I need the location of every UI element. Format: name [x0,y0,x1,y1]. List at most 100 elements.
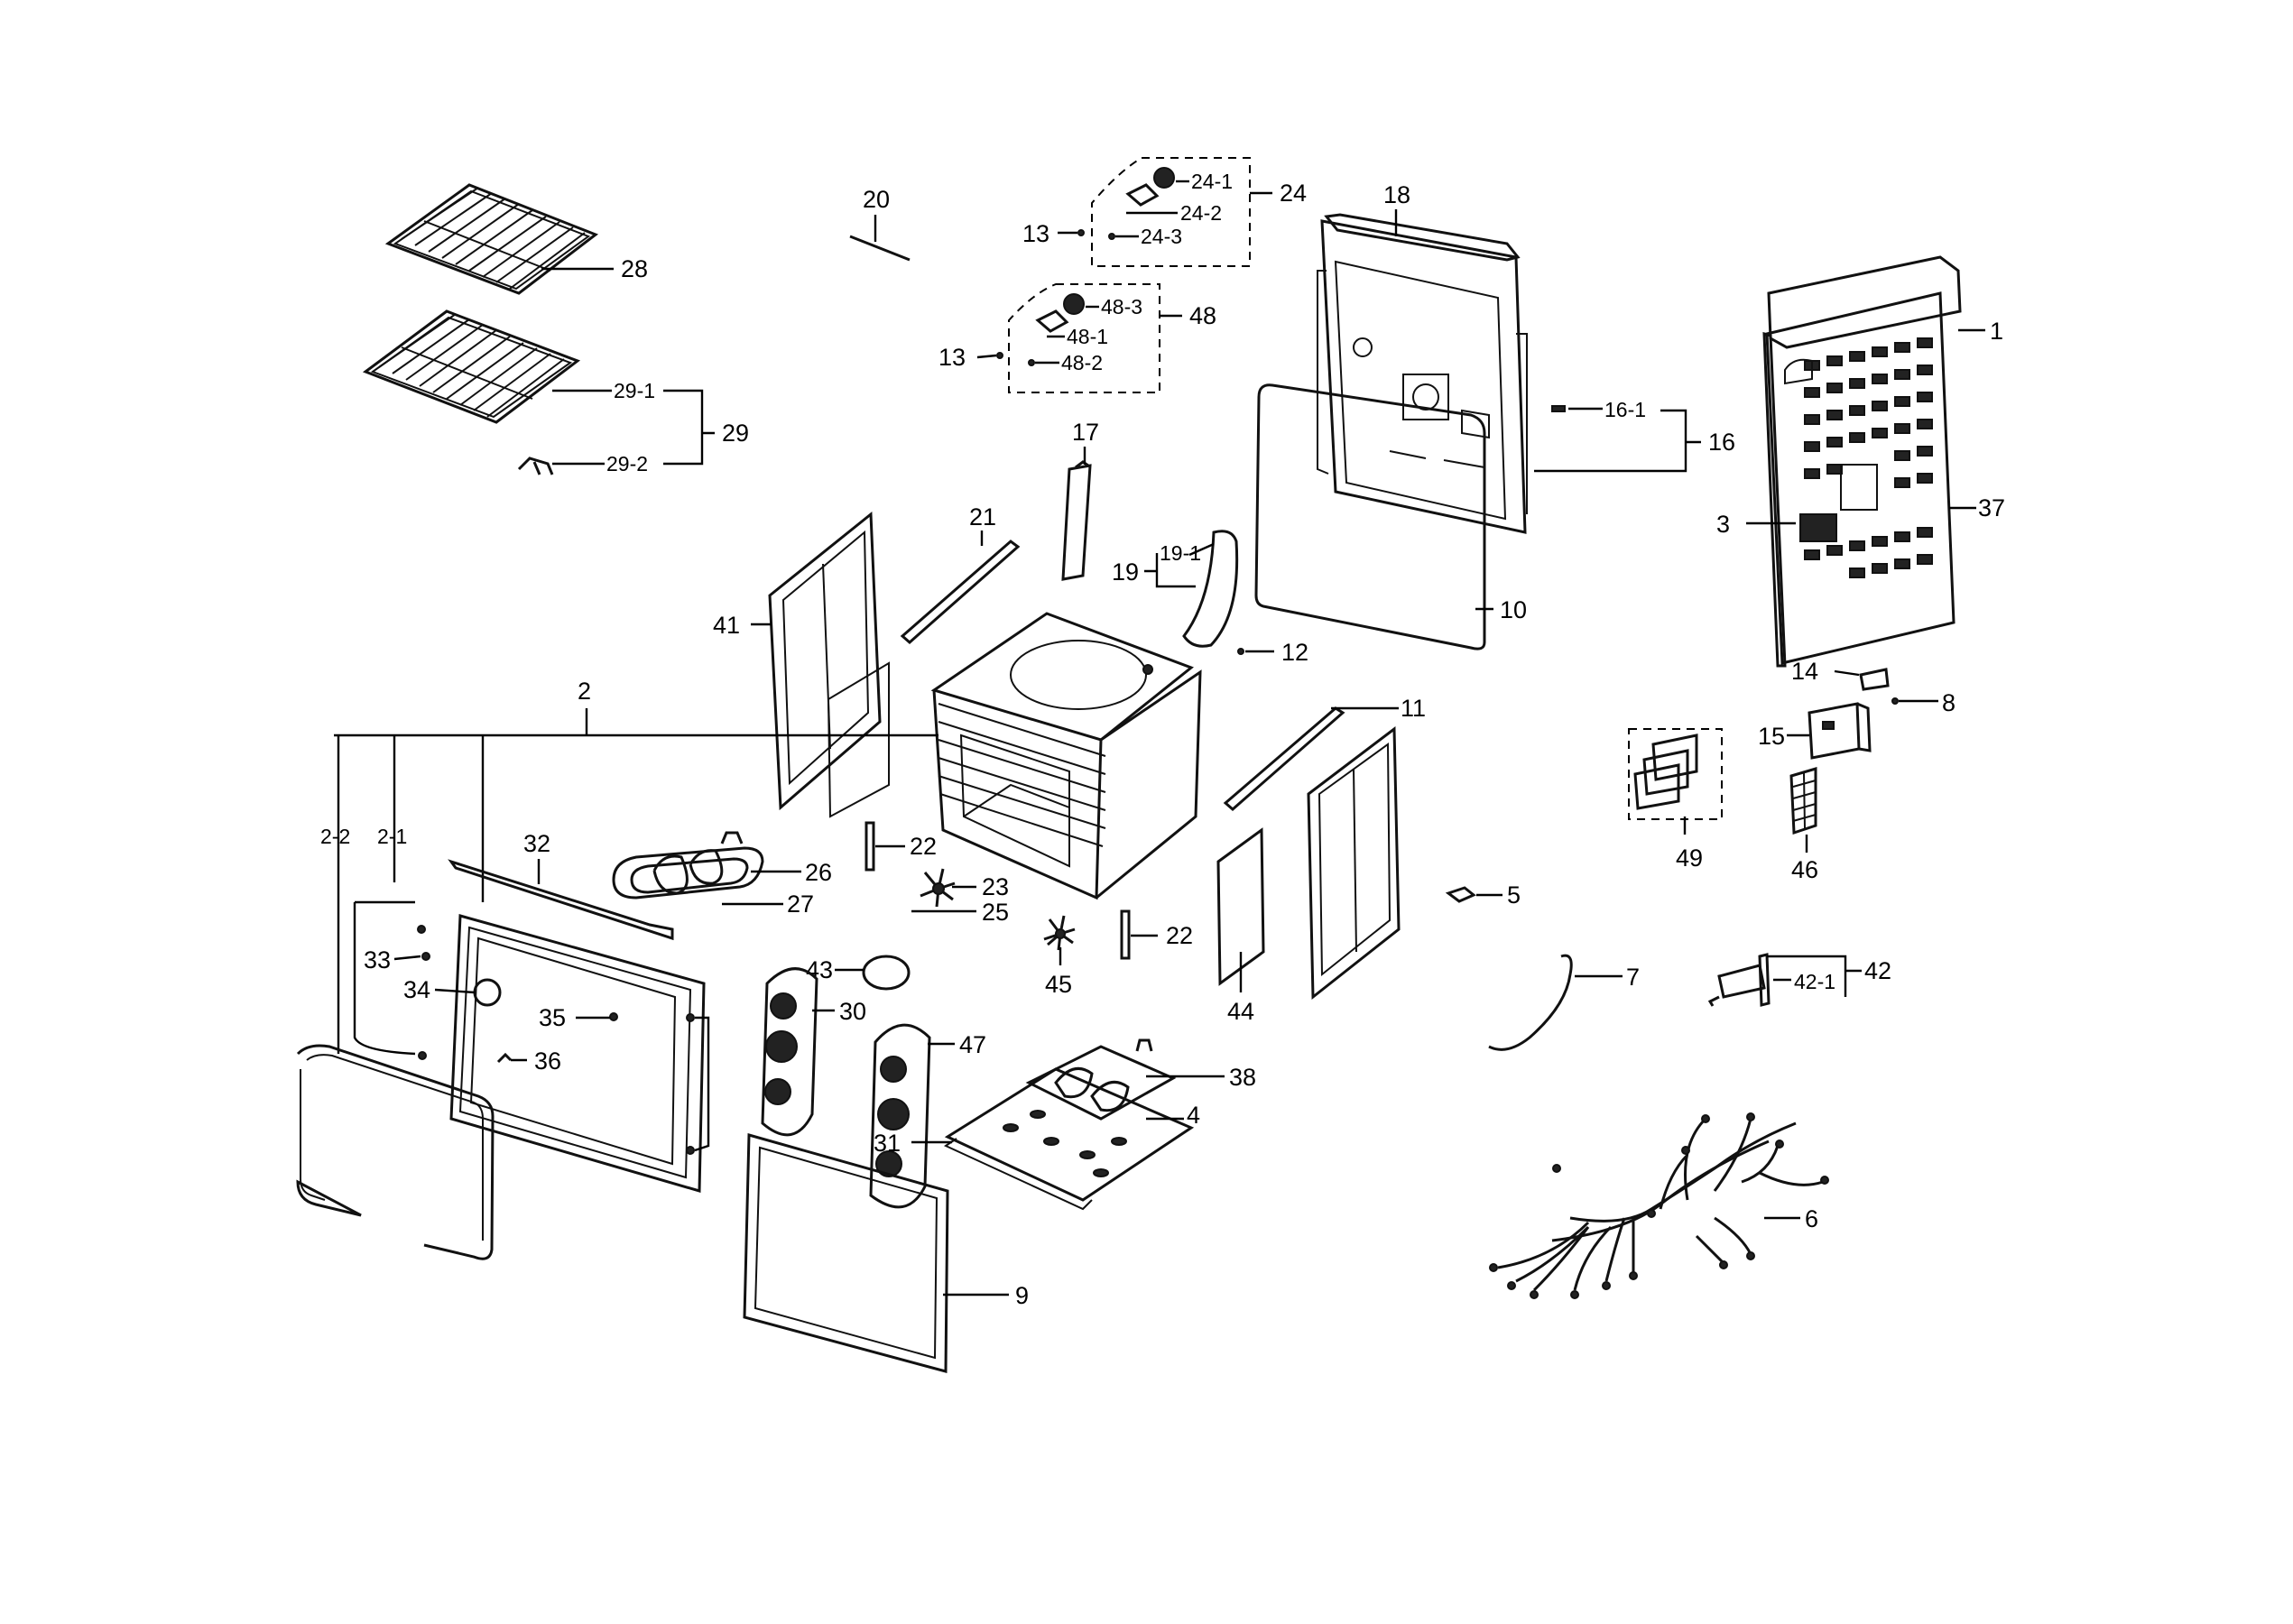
label-29: 29 [722,420,749,447]
screw-33 [421,952,430,961]
bracket-22-b [1120,909,1131,960]
label-27: 27 [787,890,814,918]
label-41: 41 [713,612,740,639]
label-2-2: 2-2 [320,825,350,848]
label-30: 30 [839,998,866,1025]
label-48: 48 [1189,302,1216,329]
label-22-a: 22 [910,833,937,860]
label-29-1: 29-1 [614,379,655,402]
label-17: 17 [1072,419,1099,446]
burner-plate-30 [761,967,818,1137]
wire-7 [1488,954,1573,1051]
grille-46 [1789,766,1817,835]
switch-24-1 [1125,167,1175,207]
label-9: 9 [1015,1282,1029,1309]
label-22-b: 22 [1166,922,1193,949]
label-21: 21 [969,503,996,531]
broil-element-26 [612,831,764,900]
label-13-b: 13 [938,344,966,371]
trim-strip-32 [448,859,674,941]
label-16-1: 16-1 [1604,398,1646,421]
screw-35 [609,1012,618,1021]
oven-rack-28 [384,183,599,295]
fan-blade-23 [920,868,956,908]
gasket-ring-43 [862,955,911,991]
control-board-15 [1808,702,1872,760]
rear-cover-grille-3 [1799,513,1837,542]
label-19-1: 19-1 [1160,541,1201,565]
rail-21 [900,540,1021,644]
rear-cover-37 [1762,291,1956,668]
label-37: 37 [1978,494,2005,521]
label-18: 18 [1383,181,1410,208]
side-panel-41 [768,511,890,818]
label-6: 6 [1805,1205,1818,1232]
duct-17 [1061,460,1092,581]
label-23: 23 [982,873,1009,900]
oven-cavity [930,612,1202,900]
seal-19-1 [1182,530,1239,648]
label-5: 5 [1507,881,1521,909]
label-11: 11 [1401,695,1426,722]
screw-12 [1237,648,1244,655]
label-42-1: 42-1 [1794,970,1835,993]
label-26: 26 [805,859,832,886]
panel-44 [1216,827,1265,986]
screw-33-c [418,1051,427,1060]
label-28: 28 [621,255,648,282]
bracket-22-a [864,821,875,872]
assembly-box-24 [1091,157,1251,267]
label-2-1: 2-1 [377,825,407,848]
door-glass-frame-9 [743,1133,949,1373]
label-2: 2 [578,678,591,705]
burner-plate-47 [869,1023,931,1209]
label-14: 14 [1791,658,1818,685]
label-8: 8 [1942,689,1956,716]
label-25: 25 [982,899,1009,926]
label-1: 1 [1990,318,2003,345]
label-24: 24 [1280,180,1307,207]
wire-harness-6 [1489,1112,1829,1299]
label-35: 35 [539,1004,566,1031]
inner-door-frame [449,914,706,1193]
pin-8 [1891,697,1899,705]
label-48-3: 48-3 [1101,295,1142,318]
assembly-box-48 [1008,283,1160,393]
label-46: 46 [1791,856,1818,883]
label-4: 4 [1187,1102,1200,1129]
side-panel-right [1307,726,1401,1001]
label-19: 19 [1112,558,1139,586]
bake-element-38 [1025,1038,1177,1121]
label-43: 43 [806,956,833,983]
label-36: 36 [534,1047,561,1075]
label-47: 47 [959,1031,986,1058]
label-29-2: 29-2 [606,452,648,475]
label-32: 32 [523,830,550,857]
clip-16-1 [1551,405,1566,412]
fan-blade-45 [1043,915,1076,951]
rear-frame-16 [1317,219,1528,534]
label-34: 34 [403,976,430,1003]
rear-top-bracket-18 [1324,213,1521,262]
rack-glide-29-2 [517,457,554,475]
bracket-5 [1445,886,1476,903]
label-33: 33 [364,946,391,973]
switch-48-3 [1035,293,1085,333]
screw-right-b [686,1146,695,1155]
screw-33-a [417,925,426,934]
assembly-box-49 [1628,728,1723,820]
label-16: 16 [1708,429,1735,456]
label-13-a: 13 [1022,220,1049,247]
door-gasket-2-2 [296,1044,495,1260]
pcb-49 [1633,734,1698,810]
label-3: 3 [1716,511,1730,538]
label-48-2: 48-2 [1061,351,1103,374]
label-10: 10 [1500,596,1527,623]
rail-11 [1223,706,1345,811]
label-12: 12 [1281,639,1308,666]
insulation-10 [1254,383,1486,651]
rod-20 [849,235,911,262]
label-49: 49 [1676,844,1703,872]
rear-top-panel-1 [1767,255,1962,349]
hinge-pin-36 [496,1052,513,1064]
